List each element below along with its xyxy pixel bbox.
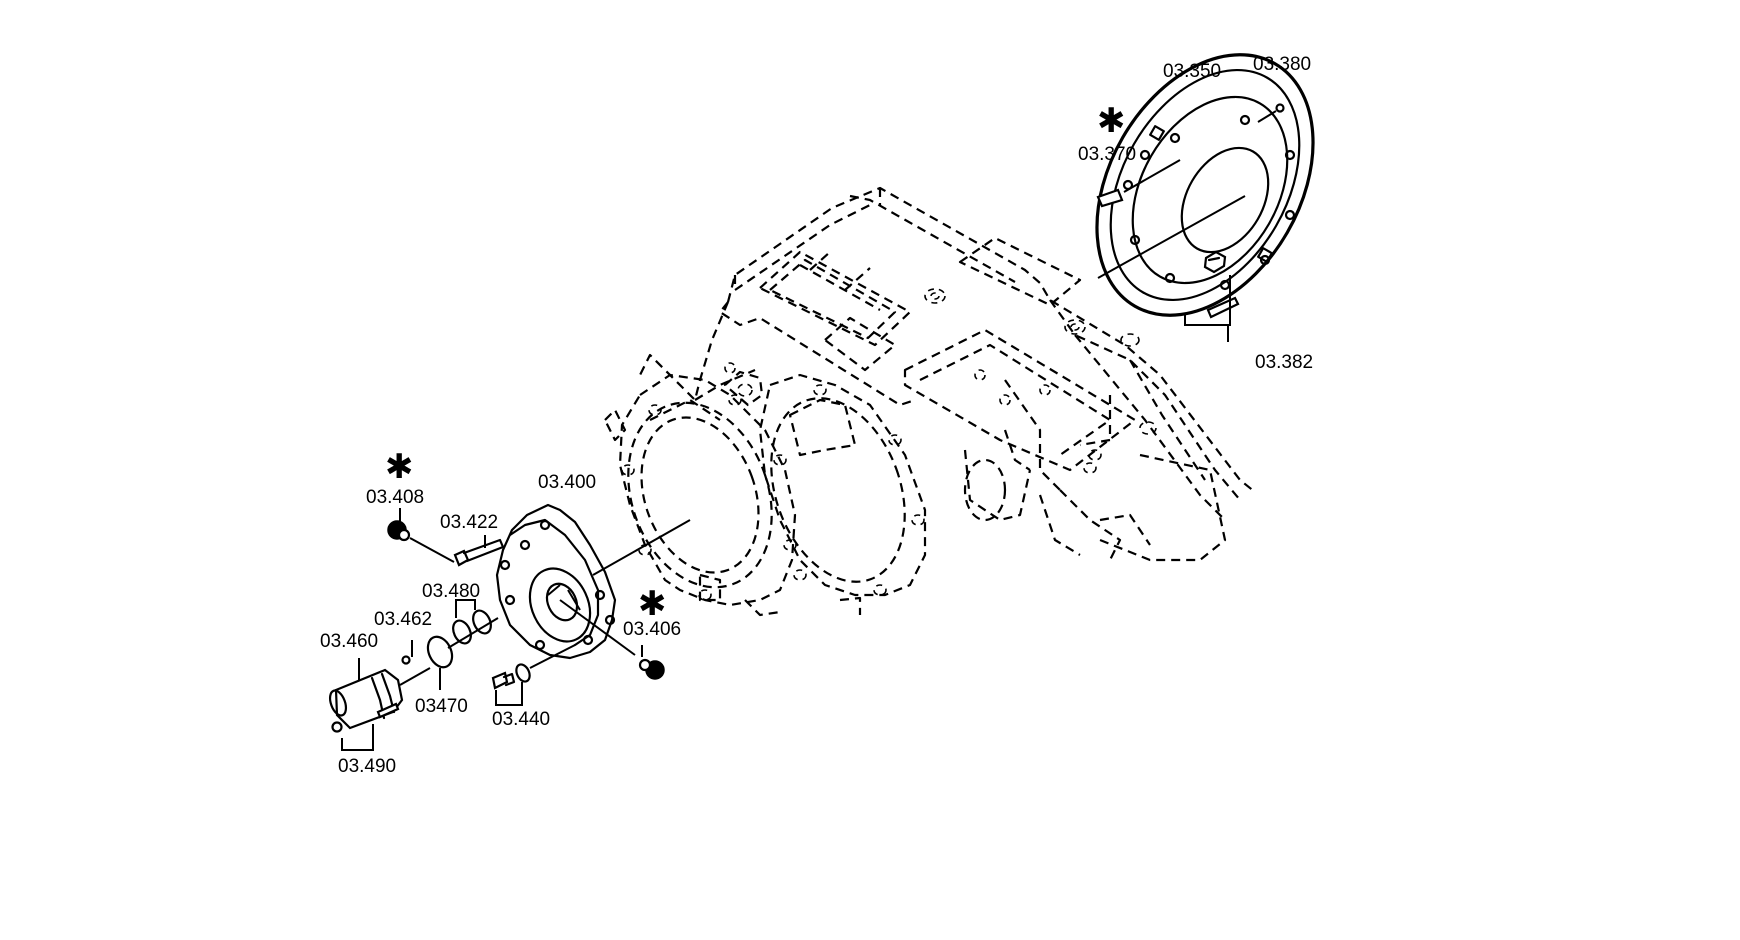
label-03490: 03.490 [338,756,396,777]
parts-03490 [331,702,400,751]
seals-03480 [452,599,492,645]
rear-small-parts [1096,103,1285,342]
label-03470: 03470 [415,696,468,717]
bolt-03422 [453,535,505,567]
label-03460: 03.460 [320,631,378,652]
label-03380: 03.380 [1253,54,1311,75]
label-03382: 03.382 [1255,352,1313,373]
label-03480: 03.480 [422,581,480,602]
label-03462: 03.462 [374,609,432,630]
label-03400: 03.400 [538,472,596,493]
plug-03406 [638,645,665,680]
front-flanges [603,370,927,617]
rear-cover-03350 [1095,53,1315,317]
parts-03440 [491,644,576,706]
part-03462 [401,640,413,665]
marker-star-03370: ✱ [1097,101,1126,141]
marker-star-03406: ✱ [638,584,667,624]
oring-03470 [426,635,454,690]
label-03406: 03.406 [623,619,681,640]
label-03350: 03.350 [1163,61,1221,82]
marker-star-03408: ✱ [385,447,414,487]
label-03370: 03.370 [1078,144,1136,165]
label-03440: 03.440 [492,709,550,730]
front-cover-03400 [495,503,691,660]
label-03422: 03.422 [440,512,498,533]
transmission-housing [639,186,1256,562]
label-03408: 03.408 [366,487,424,508]
plug-03408 [387,508,455,563]
part-labels: 03.350 03.380 ✱ 03.370 03.382 03.400 ✱ 0… [320,54,1313,777]
